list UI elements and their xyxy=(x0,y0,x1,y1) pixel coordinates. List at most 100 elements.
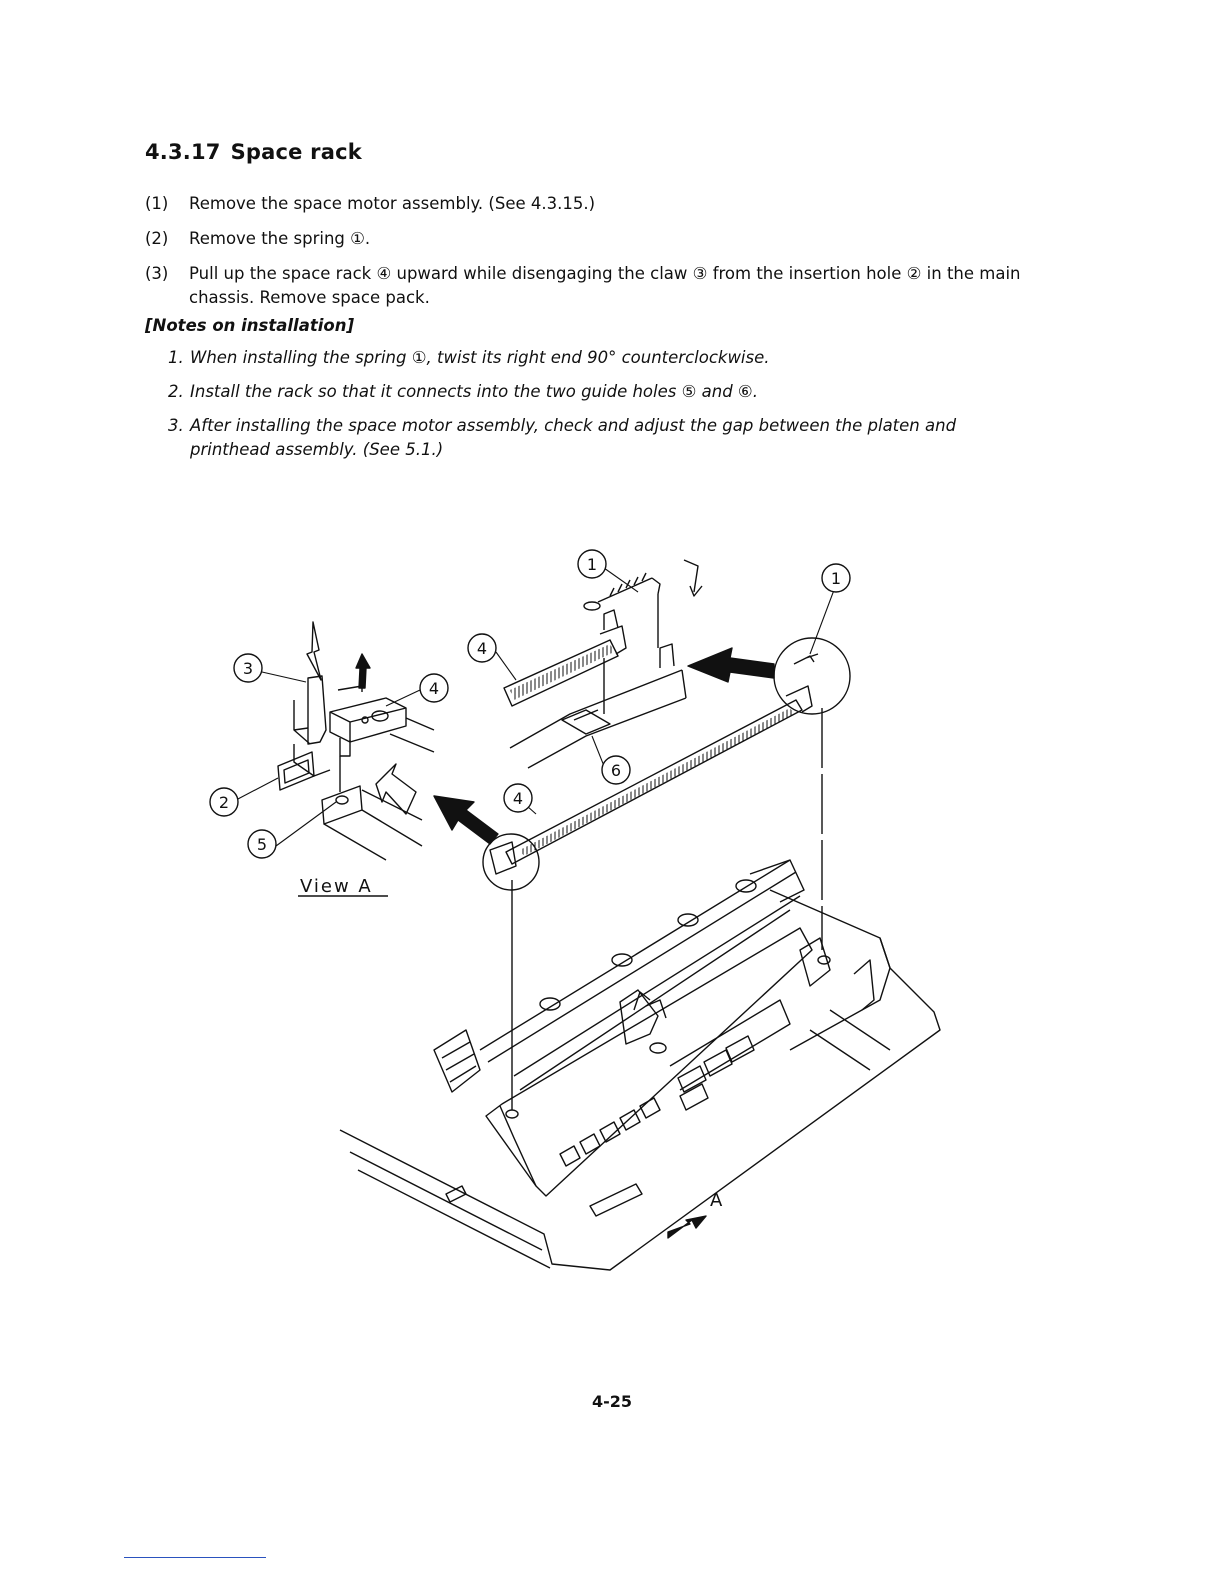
guide-pin xyxy=(339,738,351,757)
front-panel-edge xyxy=(499,1105,537,1187)
callout-number: 4 xyxy=(477,639,487,658)
space-rack xyxy=(482,637,851,891)
rack-hole xyxy=(371,710,389,722)
panel-button xyxy=(725,1035,755,1063)
step-text: Remove the spring ①. xyxy=(189,229,371,248)
leader-lines xyxy=(235,567,835,847)
panel-frame xyxy=(669,999,791,1091)
leader-line xyxy=(385,689,421,707)
step-item: (1) Remove the space motor assembly. (Se… xyxy=(145,192,1025,216)
chassis-base-outline xyxy=(339,937,941,1271)
step-item: (3) Pull up the space rack ④ upward whil… xyxy=(145,262,1025,310)
step-number: (2) xyxy=(145,229,169,248)
leader-line xyxy=(235,777,279,801)
rack-end-block xyxy=(329,697,407,743)
note-number: 3. xyxy=(168,416,184,435)
step-text: Pull up the space rack ④ upward while di… xyxy=(189,264,1021,307)
callout-circle xyxy=(209,787,239,817)
note-item: 3. After installing the space motor asse… xyxy=(168,414,1028,462)
rack-end-edges xyxy=(329,707,407,742)
leader-line xyxy=(495,651,517,681)
leader-line xyxy=(261,671,307,683)
rack-end-tab xyxy=(599,625,627,655)
roller xyxy=(539,997,561,1011)
direction-arrow-icon xyxy=(433,795,499,845)
procedure-steps: (1) Remove the space motor assembly. (Se… xyxy=(145,192,1025,321)
arrow-a-label: A xyxy=(710,1190,723,1211)
rotation-outline-arrow-icon xyxy=(375,763,417,815)
leader-line xyxy=(591,735,605,767)
callout-circle xyxy=(601,755,631,785)
right-end-plate xyxy=(749,859,805,903)
chassis-wall-lower xyxy=(293,744,331,777)
note-item: 1. When installing the spring ①, twist i… xyxy=(168,346,1028,370)
chassis-wall xyxy=(293,700,311,745)
front-panel xyxy=(485,927,813,1197)
spring-body xyxy=(597,577,653,603)
side-lever xyxy=(853,959,875,1011)
carriage-screw xyxy=(649,1042,667,1054)
spring-anchor xyxy=(659,643,675,668)
guide-hole-block xyxy=(321,785,363,825)
mounting-hole xyxy=(817,955,831,965)
callout-circle xyxy=(821,563,851,593)
front-bracket xyxy=(589,1183,643,1217)
callout-number: 4 xyxy=(429,679,439,698)
callout-circle xyxy=(577,549,607,579)
side-frame-edges xyxy=(809,1009,891,1071)
section-title: Space rack xyxy=(230,140,362,164)
chassis-edges xyxy=(323,789,423,861)
spring-end-detail xyxy=(793,653,819,665)
callouts xyxy=(209,549,851,859)
callout-circle xyxy=(247,829,277,859)
callout-number: 1 xyxy=(831,569,841,588)
carriage-detail xyxy=(633,991,667,1019)
step-number: (3) xyxy=(145,264,169,283)
spring-hook-left xyxy=(583,601,601,611)
callout-circle xyxy=(503,783,533,813)
outline-arrow-icon xyxy=(306,621,322,681)
mounting-hole xyxy=(505,1109,519,1119)
platen-knob-grip xyxy=(441,1041,477,1083)
note-text: When installing the spring ①, twist its … xyxy=(190,348,770,367)
section-number: 4.3.17 xyxy=(145,140,221,164)
detail-circle-left xyxy=(482,833,540,891)
view-a-label: View A xyxy=(300,876,373,897)
rack-shaft-lines xyxy=(389,717,435,753)
step-text: Remove the space motor assembly. (See 4.… xyxy=(189,194,596,213)
up-arrow-icon xyxy=(355,653,371,689)
rack-spring-detail xyxy=(503,559,703,769)
side-frame xyxy=(769,889,891,1051)
platen-knob xyxy=(433,1029,481,1093)
roller xyxy=(735,879,757,893)
guide-hole xyxy=(335,795,349,805)
callout-number: 3 xyxy=(243,659,253,678)
note-item: 2. Install the rack so that it connects … xyxy=(168,380,1028,404)
view-a-arrow-icon xyxy=(667,1215,707,1239)
step-item: (2) Remove the spring ①. xyxy=(145,227,1025,251)
guide-slot xyxy=(561,709,611,735)
panel-button xyxy=(703,1049,733,1077)
panel-button xyxy=(619,1109,641,1131)
rack-pin xyxy=(361,716,369,724)
panel-button xyxy=(679,1083,709,1111)
rack-segment xyxy=(503,639,619,707)
twist-arrow-icon xyxy=(683,559,703,597)
chassis-base-edges xyxy=(349,1151,551,1269)
callout-circle xyxy=(467,633,497,663)
callout-circle xyxy=(419,673,449,703)
note-text: After installing the space motor assembl… xyxy=(190,416,957,459)
note-number: 2. xyxy=(168,382,184,401)
rack-teeth xyxy=(510,644,614,700)
callout-number: 6 xyxy=(611,761,621,780)
panel-button xyxy=(579,1133,601,1155)
note-text: Install the rack so that it connects int… xyxy=(190,382,758,401)
notes-heading: [Notes on installation] xyxy=(145,316,355,335)
claw-top-line xyxy=(337,685,363,692)
panel-button xyxy=(677,1065,707,1093)
panel-button xyxy=(639,1097,661,1119)
callout-number: 2 xyxy=(219,793,229,812)
spring-hook-right xyxy=(651,577,661,595)
panel-button xyxy=(599,1121,621,1143)
